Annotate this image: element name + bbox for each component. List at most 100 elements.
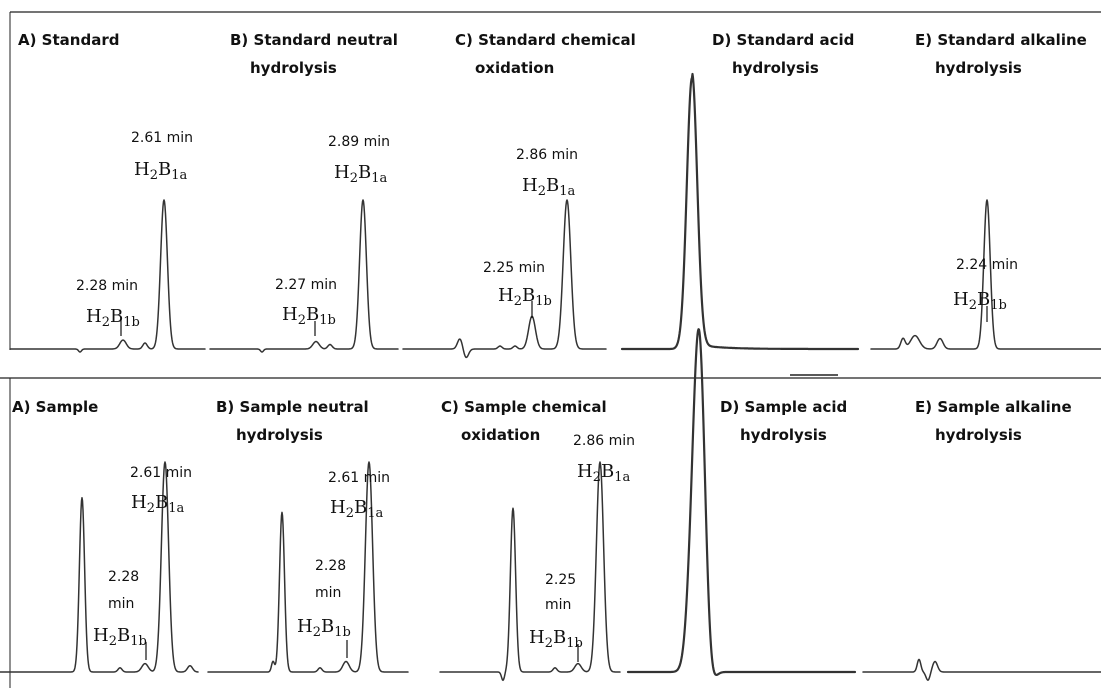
panel-title-bottom-C: C) Sample chemical (441, 398, 607, 416)
panel-title-bottom-B: B) Sample neutral (216, 398, 369, 416)
compound-label: H2B1b (953, 289, 1007, 313)
retention-time-label: 2.28 min (76, 278, 138, 294)
compound-part: 1b (130, 634, 147, 649)
compound-label: H2B1a (334, 162, 387, 186)
compound-part: 2 (102, 315, 110, 330)
compound-label: H2B1a (577, 461, 630, 485)
retention-time-label: 2.28 (315, 558, 346, 574)
trace-bottom-D (626, 328, 857, 676)
panel-title-top-E: E) Standard alkaline (915, 31, 1087, 49)
panel-title-top-D: D) Standard acid (712, 31, 854, 49)
trace-bottom-A (0, 461, 199, 673)
panel-title-top-C: C) Standard chemical (455, 31, 636, 49)
trace-bottom-E (862, 658, 1101, 681)
compound-label: H2B1a (522, 175, 575, 199)
compound-part: 1a (171, 168, 187, 183)
panel-title-bottom-D: D) Sample acid (720, 398, 847, 416)
trace-bottom-B (207, 461, 409, 673)
compound-part: B (306, 304, 319, 325)
panel-title-bottom-B: hydrolysis (236, 426, 323, 444)
compound-part: H (86, 306, 102, 327)
compound-part: 1b (566, 636, 583, 651)
panel-title-bottom-E: hydrolysis (935, 426, 1022, 444)
compound-part: H (330, 497, 346, 518)
retention-time-label: 2.25 (545, 572, 576, 588)
trace-top-D (620, 72, 860, 351)
compound-part: 1b (990, 298, 1007, 313)
compound-part: B (155, 492, 168, 513)
compound-label: H2B1b (282, 304, 336, 328)
compound-label: H2B1a (134, 159, 187, 183)
compound-label: H2B1b (297, 616, 351, 640)
compound-part: H (131, 492, 147, 513)
retention-time-label: min (315, 585, 341, 601)
compound-part: 1b (535, 294, 552, 309)
retention-time-label: 2.86 min (573, 433, 635, 449)
panel-title-top-B: hydrolysis (250, 59, 337, 77)
compound-part: 2 (538, 184, 546, 199)
retention-time-label: min (545, 597, 571, 613)
retention-time-label: 2.86 min (516, 147, 578, 163)
compound-part: 2 (350, 171, 358, 186)
compound-label: H2B1b (498, 285, 552, 309)
compound-part: 2 (313, 625, 321, 640)
retention-time-label: min (108, 596, 134, 612)
compound-part: H (522, 175, 538, 196)
compound-part: B (110, 306, 123, 327)
retention-time-label: 2.28 (108, 569, 139, 585)
compound-part: H (282, 304, 298, 325)
compound-part: 2 (514, 294, 522, 309)
compound-part: B (553, 627, 566, 648)
compound-part: B (977, 289, 990, 310)
compound-part: 1b (334, 625, 351, 640)
panel-title-bottom-D: hydrolysis (740, 426, 827, 444)
trace-bottom-C (439, 461, 621, 682)
retention-time-label: 2.24 min (956, 257, 1018, 273)
compound-part: 2 (593, 470, 601, 485)
compound-part: 2 (150, 168, 158, 183)
compound-part: 1b (123, 315, 140, 330)
compound-part: 1a (614, 470, 630, 485)
panel-title-top-E: hydrolysis (935, 59, 1022, 77)
panel-title-top-D: hydrolysis (732, 59, 819, 77)
panel-title-bottom-E: E) Sample alkaline (915, 398, 1072, 416)
compound-part: B (354, 497, 367, 518)
compound-part: 2 (545, 636, 553, 651)
compound-label: H2B1a (330, 497, 383, 521)
compound-part: H (134, 159, 150, 180)
compound-label: H2B1b (86, 306, 140, 330)
compound-part: B (321, 616, 334, 637)
panel-title-top-B: B) Standard neutral (230, 31, 398, 49)
compound-part: B (158, 159, 171, 180)
retention-time-label: 2.89 min (328, 134, 390, 150)
compound-part: H (498, 285, 514, 306)
compound-part: H (529, 627, 545, 648)
compound-part: 1a (367, 506, 383, 521)
trace-top-A (9, 199, 206, 353)
retention-time-label: 2.61 min (130, 465, 192, 481)
trace-top-E (870, 199, 1101, 350)
trace-top-C (402, 199, 607, 359)
trace-top-B (209, 199, 399, 353)
compound-part: H (334, 162, 350, 183)
retention-time-label: 2.61 min (328, 470, 390, 486)
compound-part: H (953, 289, 969, 310)
compound-part: B (546, 175, 559, 196)
compound-part: B (358, 162, 371, 183)
compound-part: B (601, 461, 614, 482)
panel-title-bottom-A: A) Sample (12, 398, 98, 416)
compound-part: 1a (559, 184, 575, 199)
compound-part: H (93, 625, 109, 646)
compound-part: 2 (969, 298, 977, 313)
panel-title-top-C: oxidation (475, 59, 554, 77)
retention-time-label: 2.61 min (131, 130, 193, 146)
compound-part: 2 (298, 313, 306, 328)
compound-part: 1b (319, 313, 336, 328)
compound-label: H2B1a (131, 492, 184, 516)
retention-time-label: 2.25 min (483, 260, 545, 276)
compound-part: 2 (147, 501, 155, 516)
compound-label: H2B1b (529, 627, 583, 651)
compound-part: B (522, 285, 535, 306)
